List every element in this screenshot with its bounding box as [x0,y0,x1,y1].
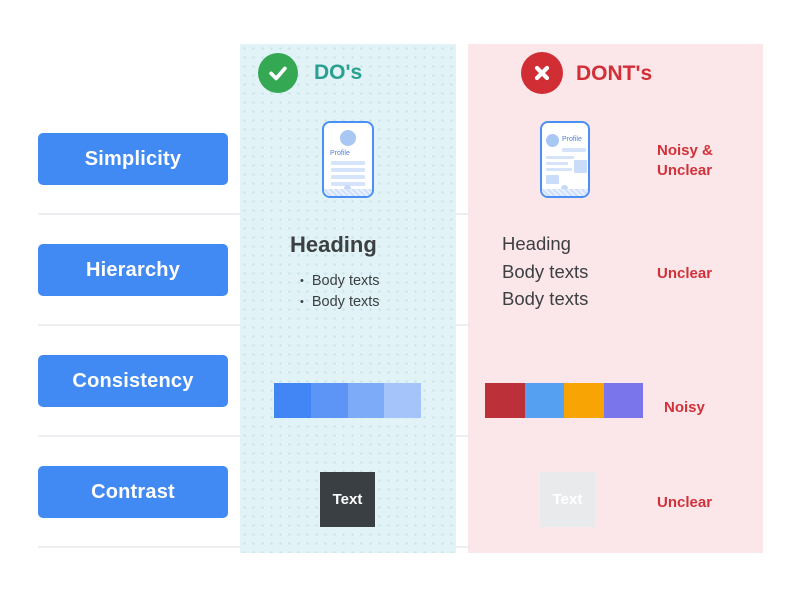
donts-panel: DONT's Profile Noisy & Unclear Heading B… [468,44,763,553]
dos-color-palette [274,383,421,418]
color-swatch [347,383,385,418]
text-line [331,161,365,165]
phone-bottom-bar [324,189,372,196]
bullet-label: Body texts [311,272,380,289]
dos-panel: DO's Profile Heading • Body texts • Body t… [240,44,456,553]
home-button [344,185,351,192]
dos-title: DO's [314,61,363,84]
text-line [331,168,365,172]
annotation-noisy: Noisy [664,399,705,416]
color-swatch [310,383,348,418]
bullet-item: • Body texts [300,270,380,291]
sidebar-item-simplicity[interactable]: Simplicity [38,133,228,185]
dos-phone-mockup: Profile [322,121,374,198]
phone-bottom-bar [542,189,588,196]
avatar [340,130,356,146]
dos-contrast-box: Text [320,472,375,527]
bullet-item: • Body texts [300,291,380,312]
bullet-icon: • [300,295,304,308]
avatar [546,134,559,147]
color-swatch [274,383,311,418]
text-line [546,162,568,165]
sidebar-item-consistency[interactable]: Consistency [38,355,228,407]
home-button [561,185,568,192]
cross-icon [521,52,563,94]
image-block [546,175,559,184]
sidebar-item-contrast[interactable]: Contrast [38,466,228,518]
donts-phone-mockup: Profile [540,121,590,198]
donts-contrast-box: Text [540,472,595,527]
check-icon [258,53,298,93]
bullet-label: Body texts [311,293,380,310]
text-line [562,148,586,152]
color-swatch [485,383,525,418]
color-swatch [384,383,421,418]
dos-bullet-list: • Body texts • Body texts [300,270,380,312]
annotation-unclear: Unclear [657,494,713,511]
bullet-icon: • [300,274,304,287]
annotation-unclear: Unclear [657,265,713,282]
text-line [331,175,365,179]
donts-title: DONT's [576,62,653,85]
text-line [546,156,574,159]
text-line [331,182,365,186]
profile-label: Profile [562,136,582,143]
sidebar-item-hierarchy[interactable]: Hierarchy [38,244,228,296]
color-swatch [603,383,643,418]
profile-label: Profile [330,150,350,157]
dos-heading-sample: Heading [290,232,377,257]
donts-color-palette [485,383,643,418]
donts-typography-sample: Heading Body texts Body texts [502,233,589,309]
annotation-noisy-unclear: Noisy & Unclear [657,142,713,179]
image-block [574,160,587,173]
color-swatch [564,383,604,418]
text-line [546,168,572,171]
color-swatch [524,383,564,418]
